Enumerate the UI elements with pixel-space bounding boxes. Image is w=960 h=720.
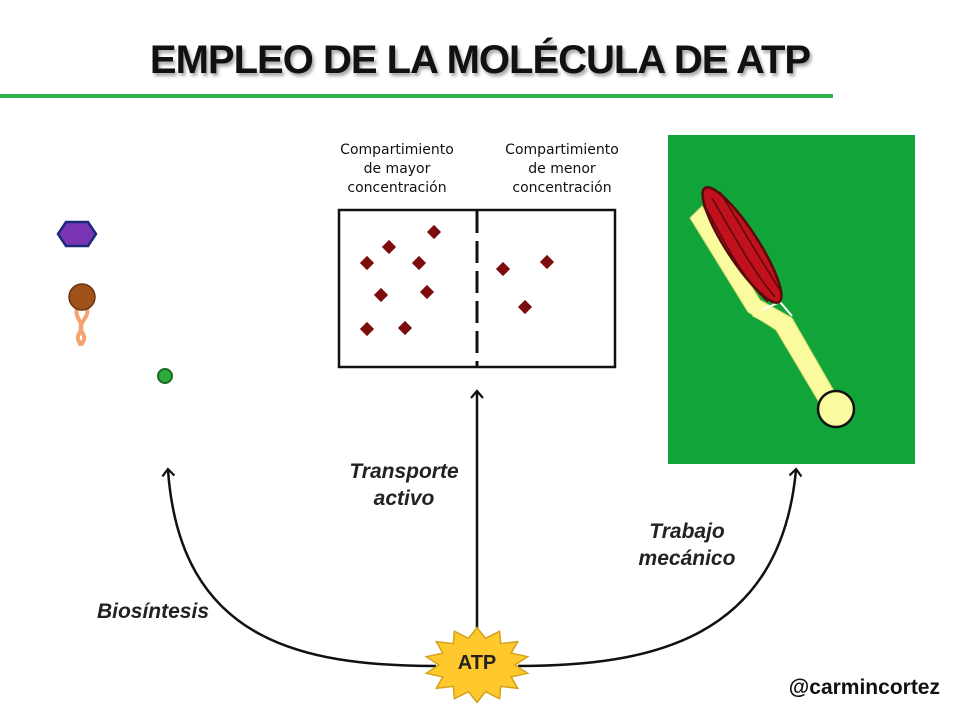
particle [495,261,511,277]
atp-burst-icon [424,626,530,704]
title-underline [0,94,833,98]
arrow-mechanical-work [517,467,803,668]
label-biosynthesis: Biosíntesis [96,600,210,623]
particle [426,224,442,240]
joint-ball [816,389,856,429]
label-mechanical-work: Trabajo mecánico [638,520,736,570]
muscle-icon [701,186,783,304]
high-concentration-label: Compartimiento de mayor concentración [340,142,454,196]
small-molecule [157,368,173,384]
compartment-box [337,208,617,369]
particles-low-concentration [495,254,555,315]
particle [359,321,375,337]
particle [411,255,427,271]
particles-high-concentration [359,224,442,337]
particle [381,239,397,255]
lipid-molecule [68,283,96,346]
particle [359,255,375,271]
arrow-biosynthesis [161,467,437,668]
hexagon-molecule [56,220,98,248]
label-active-transport: Transporte activo [349,460,459,510]
low-concentration-label: Compartimiento de menor concentración [505,142,619,196]
atp-label: ATP [457,652,497,674]
particle [397,320,413,336]
muscle-panel [668,135,915,464]
author-signature: @carmincortez [788,676,940,699]
particle [373,287,389,303]
particle [419,284,435,300]
particle [539,254,555,270]
biosynthesis-molecules [56,220,173,384]
page-title: EMPLEO DE LA MOLÉCULA DE ATP [149,38,811,82]
particle [517,299,533,315]
